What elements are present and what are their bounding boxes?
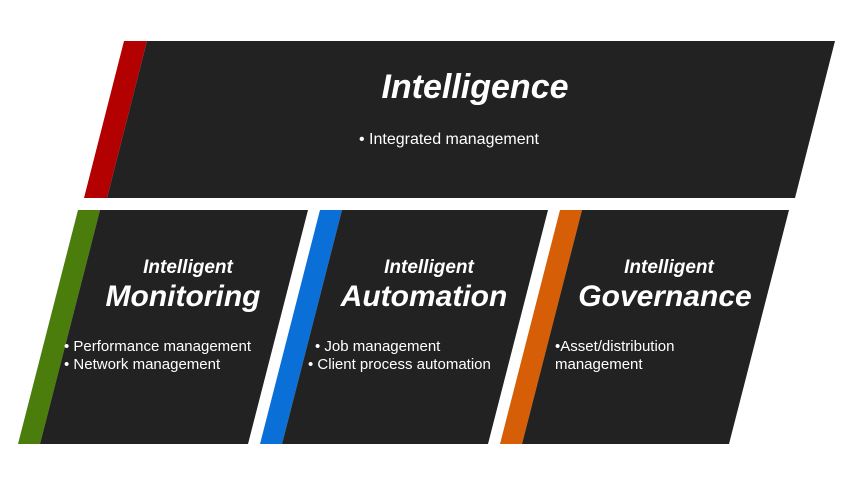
monitoring-panel bbox=[40, 210, 308, 444]
top-bullet-1: • Integrated management bbox=[359, 131, 539, 148]
automation-bullet-1: • Job management bbox=[315, 338, 441, 355]
monitoring-subtitle: Intelligent bbox=[143, 257, 233, 278]
top-accent-stripe bbox=[84, 41, 147, 198]
top-panel bbox=[107, 41, 835, 198]
monitoring-title: Monitoring bbox=[105, 280, 261, 313]
automation-subtitle: Intelligent bbox=[384, 257, 474, 278]
automation-title: Automation bbox=[340, 280, 508, 313]
monitoring-accent-stripe bbox=[18, 210, 100, 444]
governance-accent-stripe bbox=[500, 210, 582, 444]
automation-accent-stripe bbox=[260, 210, 342, 444]
governance-bullet-2: management bbox=[555, 356, 643, 373]
governance-bullet-1: •Asset/distribution bbox=[555, 338, 675, 355]
automation-panel bbox=[282, 210, 548, 444]
monitoring-bullet-2: • Network management bbox=[64, 356, 221, 373]
governance-title: Governance bbox=[578, 280, 752, 313]
automation-bullet-2: • Client process automation bbox=[308, 356, 491, 373]
governance-panel bbox=[522, 210, 789, 444]
top-title: Intelligence bbox=[381, 68, 569, 106]
monitoring-bullet-1: • Performance management bbox=[64, 338, 252, 355]
governance-subtitle: Intelligent bbox=[624, 257, 714, 278]
